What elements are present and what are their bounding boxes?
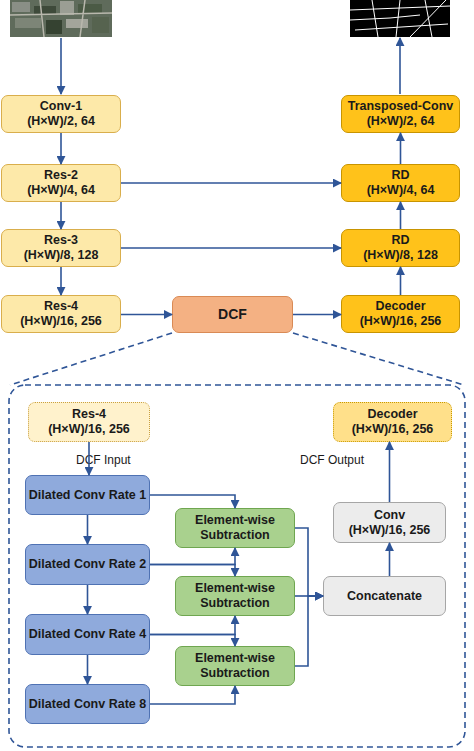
node-title: Res-3	[44, 233, 78, 248]
node-title: Decoder	[375, 299, 425, 314]
decoder-block: Decoder(H×W)/16, 256	[341, 295, 460, 333]
node-title: Element-wise Subtraction	[178, 581, 292, 611]
flow-arrow	[150, 686, 235, 704]
node-title: Transposed-Conv	[348, 99, 454, 114]
flow-arrow	[121, 314, 172, 316]
flow-arrow	[400, 133, 402, 164]
node-title: DCF	[218, 307, 247, 322]
flow-arrow	[60, 133, 62, 164]
flow-arrow	[389, 543, 391, 576]
node-title: RD	[391, 168, 409, 183]
node-title: Conv-1	[40, 99, 82, 114]
flow-arrow	[295, 595, 323, 597]
node-detail: (H×W)/16, 256	[48, 422, 130, 437]
node-title: Dilated Conv Rate 4	[29, 627, 146, 642]
encoder-block: Res-4(H×W)/16, 256	[1, 295, 121, 333]
detail-frame	[9, 385, 465, 747]
node-detail: (H×W)/2, 64	[27, 114, 95, 129]
node-title: Element-wise Subtraction	[178, 651, 292, 681]
input-block: Res-4(H×W)/16, 256	[28, 402, 150, 442]
flow-arrow	[150, 616, 235, 635]
flow-arrow	[150, 565, 235, 577]
port-label: DCF Output	[300, 453, 364, 467]
output-block: Decoder(H×W)/16, 256	[333, 402, 452, 442]
zoom-line	[10, 333, 172, 385]
port-label: DCF Input	[76, 453, 131, 467]
dilated-conv-box: Dilated Conv Rate 4	[25, 614, 150, 655]
node-title: RD	[391, 233, 409, 248]
concat-box: Concatenate	[323, 576, 446, 616]
flow-arrow	[121, 182, 341, 184]
encoder-block: Res-2(H×W)/4, 64	[1, 164, 121, 202]
input-arrow	[60, 38, 62, 94]
flow-arrow	[400, 202, 402, 229]
encoder-block: Res-3(H×W)/8, 128	[1, 229, 121, 267]
flow-arrow	[150, 635, 235, 647]
flow-arrow	[87, 585, 89, 614]
encoder-block: Conv-1(H×W)/2, 64	[1, 95, 121, 133]
satellite-image	[10, 0, 112, 37]
node-title: Res-4	[72, 407, 106, 422]
node-detail: (H×W)/8, 128	[363, 248, 438, 263]
node-detail: (H×W)/16, 256	[352, 422, 434, 437]
conv-box: Conv(H×W)/16, 256	[333, 502, 446, 543]
node-detail: (H×W)/4, 64	[27, 183, 95, 198]
node-title: Dilated Conv Rate 2	[29, 557, 146, 572]
node-title: Element-wise Subtraction	[178, 513, 292, 543]
node-detail: (H×W)/2, 64	[367, 114, 435, 129]
node-title: Concatenate	[347, 589, 422, 604]
node-detail: (H×W)/16, 256	[360, 314, 442, 329]
flow-arrow	[150, 495, 235, 508]
zoom-line	[293, 333, 464, 385]
output-arrow	[399, 38, 401, 94]
node-title: Dilated Conv Rate 8	[29, 697, 146, 712]
decoder-block: Transposed-Conv(H×W)/2, 64	[341, 95, 460, 133]
node-title: Dilated Conv Rate 1	[29, 488, 146, 503]
flow-arrow	[389, 442, 391, 502]
decoder-block: RD(H×W)/8, 128	[341, 229, 460, 267]
node-title: Decoder	[367, 407, 417, 422]
flow-arrow	[121, 247, 341, 249]
subtraction-box: Element-wise Subtraction	[175, 576, 295, 616]
node-detail: (H×W)/16, 256	[349, 523, 431, 538]
dcf-module: DCF	[172, 296, 293, 333]
flow-arrow	[400, 267, 402, 295]
dilated-conv-box: Dilated Conv Rate 2	[25, 544, 150, 585]
subtraction-box: Element-wise Subtraction	[175, 646, 295, 686]
node-title: Res-2	[44, 168, 78, 183]
node-detail: (H×W)/16, 256	[20, 314, 102, 329]
dilated-conv-box: Dilated Conv Rate 1	[25, 475, 150, 515]
flow-arrow	[60, 267, 62, 295]
flow-arrow	[295, 528, 323, 596]
road-mask-image	[350, 0, 450, 37]
flow-arrow	[150, 548, 235, 565]
node-title: Conv	[374, 508, 405, 523]
node-detail: (H×W)/4, 64	[367, 183, 435, 198]
dilated-conv-box: Dilated Conv Rate 8	[25, 684, 150, 724]
subtraction-box: Element-wise Subtraction	[175, 508, 295, 548]
flow-arrow	[87, 515, 89, 544]
flow-arrow	[295, 596, 323, 666]
decoder-block: RD(H×W)/4, 64	[341, 164, 460, 202]
flow-arrow	[293, 314, 341, 316]
flow-arrow	[87, 655, 89, 684]
node-title: Res-4	[44, 299, 78, 314]
flow-arrow	[60, 202, 62, 229]
node-detail: (H×W)/8, 128	[24, 248, 99, 263]
